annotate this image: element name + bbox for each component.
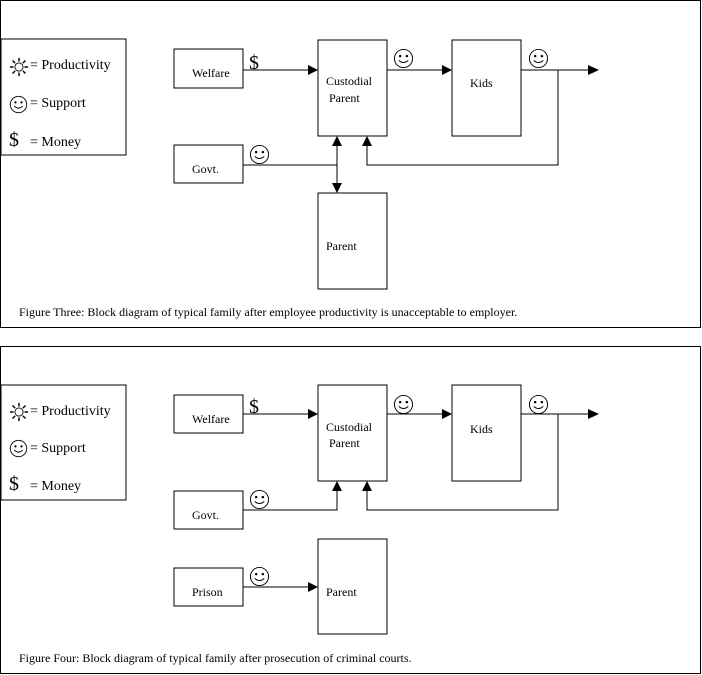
legend-box — [1, 384, 127, 501]
govt-to-custodial-line — [243, 490, 338, 511]
arrowhead — [308, 582, 318, 592]
prison-block — [173, 567, 244, 607]
govt-block — [173, 144, 244, 184]
dollar-icon: $ — [9, 473, 19, 495]
arrowhead — [332, 136, 342, 146]
custodial-label-line1: Custodial — [326, 74, 373, 88]
custodial-label-line2: Parent — [329, 91, 360, 105]
dollar-icon: $ — [9, 129, 19, 151]
welfare-block — [173, 48, 244, 89]
figure-four-caption: Figure Four: Block diagram of typical fa… — [19, 651, 412, 665]
legend-money-label: = Money — [30, 135, 81, 150]
arrowhead — [442, 65, 452, 75]
arrowhead — [332, 481, 342, 491]
smiley-face-icon — [528, 48, 549, 69]
smiley-face-icon — [249, 566, 270, 587]
smiley-face-icon — [528, 394, 549, 415]
legend-support-label: = Support — [30, 441, 86, 456]
welfare-label: Welfare — [192, 66, 230, 80]
custodial-parent-block — [317, 384, 388, 482]
dollar-icon: $ — [249, 52, 259, 74]
kids-block — [451, 384, 522, 482]
smiley-face-icon — [9, 439, 28, 458]
smiley-face-icon — [249, 489, 270, 510]
arrowhead — [362, 481, 372, 491]
custodial-parent-block — [317, 39, 388, 137]
govt-label: Govt. — [192, 162, 219, 176]
arrowhead — [308, 409, 318, 419]
figure-four-diagram: = Productivity = Support $ = Money Welfa… — [1, 384, 599, 665]
kids-label: Kids — [470, 76, 493, 90]
parent-label: Parent — [326, 585, 357, 599]
arrowhead — [588, 65, 599, 75]
feedback-line — [366, 70, 559, 166]
govt-label: Govt. — [192, 508, 219, 522]
parent-block — [317, 538, 388, 635]
figure-three-diagram: = Productivity = Support $ = Money Welfa… — [1, 38, 599, 319]
smiley-face-icon — [393, 394, 414, 415]
kids-block — [451, 39, 522, 137]
legend-support-label: = Support — [30, 96, 86, 111]
legend-productivity-label: = Productivity — [30, 58, 111, 73]
arrowhead — [332, 183, 342, 193]
parent-label: Parent — [326, 239, 357, 253]
figure-four-panel: = Productivity = Support $ = Money Welfa… — [0, 346, 701, 674]
kids-label: Kids — [470, 422, 493, 436]
custodial-label-line2: Parent — [329, 436, 360, 450]
sun-icon — [9, 402, 29, 422]
parent-block — [317, 192, 388, 290]
smiley-face-icon — [249, 144, 270, 165]
figure-three-panel: = Productivity = Support $ = Money Welfa… — [0, 0, 701, 328]
prison-label: Prison — [192, 585, 223, 599]
sun-icon — [9, 57, 29, 77]
feedback-line — [366, 414, 559, 511]
arrowhead — [308, 65, 318, 75]
arrowhead — [362, 136, 372, 146]
smiley-face-icon — [9, 95, 28, 114]
smiley-face-icon — [393, 48, 414, 69]
figure-three-caption: Figure Three: Block diagram of typical f… — [19, 305, 517, 319]
govt-block — [173, 490, 244, 530]
welfare-label: Welfare — [192, 412, 230, 426]
custodial-label-line1: Custodial — [326, 420, 373, 434]
arrowhead — [442, 409, 452, 419]
legend-money-label: = Money — [30, 479, 81, 494]
legend-productivity-label: = Productivity — [30, 404, 111, 419]
arrowhead — [588, 409, 599, 419]
dollar-icon: $ — [249, 396, 259, 418]
